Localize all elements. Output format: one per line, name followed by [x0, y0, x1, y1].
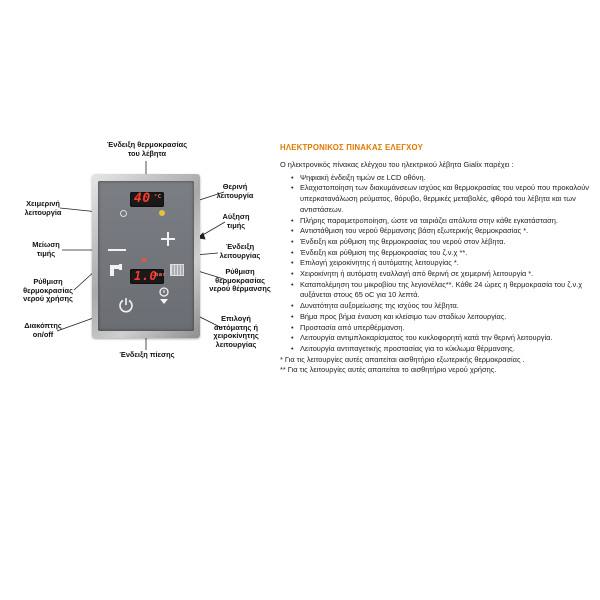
callout-line: χειροκίνητης — [213, 331, 259, 341]
callout-line: Ένδειξη θερμοκρασίας — [106, 140, 188, 149]
temperature-unit: °C — [154, 194, 162, 200]
list-item: Καταπολέμηση του μικροβίου της λεγιονέλα… — [291, 280, 595, 301]
callout-pressure-display: Ένδειξη πίεσης — [112, 350, 182, 360]
section-heading: ΗΛΕΚΤΡΟΝΙΚΟΣ ΠΙΝΑΚΑΣ ΕΛΕΓΧΟΥ — [280, 143, 423, 152]
callout-line: Χειμερινή — [26, 199, 60, 208]
callout-line: Ένδειξη πίεσης — [119, 350, 175, 359]
pressure-unit: bar — [155, 272, 167, 278]
list-item: Ελαχιστοποίηση των διακυμάνσεων ισχύος κ… — [291, 183, 595, 215]
callout-operation-indicator: Ένδειξη λειτουργίας — [212, 242, 268, 260]
temperature-value: 40 — [134, 191, 151, 206]
pressure-value: 1.0 — [134, 269, 158, 283]
faucet-icon[interactable] — [108, 262, 124, 278]
temperature-lcd: 40 °C — [130, 192, 164, 207]
pressure-lcd: 1.0 bar — [130, 269, 167, 284]
callout-line: λειτουργία — [24, 207, 62, 217]
callout-line: λειτουργίας — [219, 250, 261, 260]
callout-winter-mode: Χειμερινή λειτουργία — [18, 199, 68, 217]
list-item: Χειροκίνητη ή αυτόματη εναλλαγή από θερι… — [291, 269, 595, 280]
description-column: ΗΛΕΚΤΡΟΝΙΚΟΣ ΠΙΝΑΚΑΣ ΕΛΕΓΧΟΥ Ο ηλεκτρονι… — [280, 143, 595, 376]
callout-line: θερμοκρασίας — [215, 275, 265, 285]
list-item: Προστασία από υπερθέρμανση. — [291, 323, 595, 334]
callout-line: αυτόματης ή — [214, 322, 258, 332]
feature-list: Ψηφιακή ένδειξη τιμών σε LCD οθόνη. Ελαχ… — [280, 173, 595, 355]
callout-line: Ένδειξη — [225, 242, 255, 251]
minus-button[interactable] — [108, 249, 126, 251]
list-item: Επιλογή χειροκίνητης ή αυτόματης λειτουρ… — [291, 258, 595, 269]
list-item: Δυνατότητα αυξομείωσης της ισχύος του λέ… — [291, 301, 595, 312]
callout-temp-display: Ένδειξη θερμοκρασίας του λέβητα — [106, 140, 188, 158]
callout-line: Επιλογή — [221, 314, 251, 323]
callout-line: τιμής — [36, 248, 56, 258]
winter-led-icon[interactable] — [120, 210, 127, 217]
callout-line: νερού χρήσης — [23, 294, 73, 304]
operation-led-icon — [142, 258, 146, 262]
callout-heating-water-temp: Ρύθμιση θερμοκρασίας νερού θέρμανσης — [206, 267, 274, 294]
footnote-dhw-sensor: ** Για τις λειτουργίες αυτές απαιτείται … — [280, 365, 497, 375]
callout-auto-manual: Επιλογή αυτόματης ή χειροκίνητης λειτουρ… — [208, 314, 264, 349]
list-item: Λειτουργία αντιμπλοκαρίσματος του κυκλοφ… — [291, 333, 595, 344]
callout-line: Μείωση — [32, 240, 60, 249]
list-item: Λειτουργία αντιπαγετικής προστασίας για … — [291, 344, 595, 355]
callout-decrease-value: Μείωση τιμής — [26, 240, 66, 258]
callout-line: τιμής — [226, 220, 246, 230]
callout-line: λειτουργίας — [215, 339, 257, 349]
callout-line: θερμοκρασίας — [23, 285, 73, 295]
control-panel-diagram: 40 °C 1.0 bar Ένδειξη θε — [0, 0, 275, 600]
list-item: Ψηφιακή ένδειξη τιμών σε LCD οθόνη. — [291, 173, 595, 184]
callout-summer-mode: Θερινή λειτουργία — [210, 182, 260, 200]
intro-paragraph: Ο ηλεκτρονικός πίνακας ελέγχου του ηλεκτ… — [280, 160, 514, 169]
footnote-outdoor-sensor: * Για τις λειτουργίες αυτές απαιτείται α… — [280, 354, 525, 364]
list-item: Ένδειξη και ρύθμιση της θερμοκρασίας του… — [291, 237, 595, 248]
summer-led-icon[interactable] — [159, 210, 165, 216]
plus-button[interactable] — [161, 238, 175, 240]
power-icon[interactable] — [118, 297, 134, 313]
callout-line: νερού θέρμανσης — [209, 284, 271, 294]
list-item: Αντιστάθμιση του νερού θέρμανσης βάση εξ… — [291, 226, 595, 237]
list-item: Ένδειξη και ρύθμιση της θερμοκρασίας του… — [291, 248, 595, 259]
list-item: Πλήρης παραμετροποίηση, ώστε να ταιριάζε… — [291, 216, 595, 227]
callout-line: on/off — [32, 329, 54, 339]
callout-on-off-switch: Διακόπτης on/off — [22, 321, 64, 339]
callout-line: Διακόπτης — [24, 321, 62, 330]
callout-dhw-temp: Ρύθμιση θερμοκρασίας νερού χρήσης — [16, 277, 80, 304]
callout-increase-value: Αύξηση τιμής — [213, 212, 259, 230]
callout-line: Αύξηση — [222, 212, 250, 221]
callout-line: του λέβητα — [127, 148, 167, 158]
radiator-icon[interactable] — [170, 264, 184, 276]
callout-line: Ρύθμιση — [33, 277, 63, 286]
callout-line: Θερινή — [222, 182, 248, 191]
callout-line: Ρύθμιση — [225, 267, 255, 276]
callout-line: λειτουργία — [216, 190, 254, 200]
auto-manual-icon[interactable] — [157, 287, 171, 305]
list-item: Βήμα προς βήμα έναυση και κλείσιμο των σ… — [291, 312, 595, 323]
